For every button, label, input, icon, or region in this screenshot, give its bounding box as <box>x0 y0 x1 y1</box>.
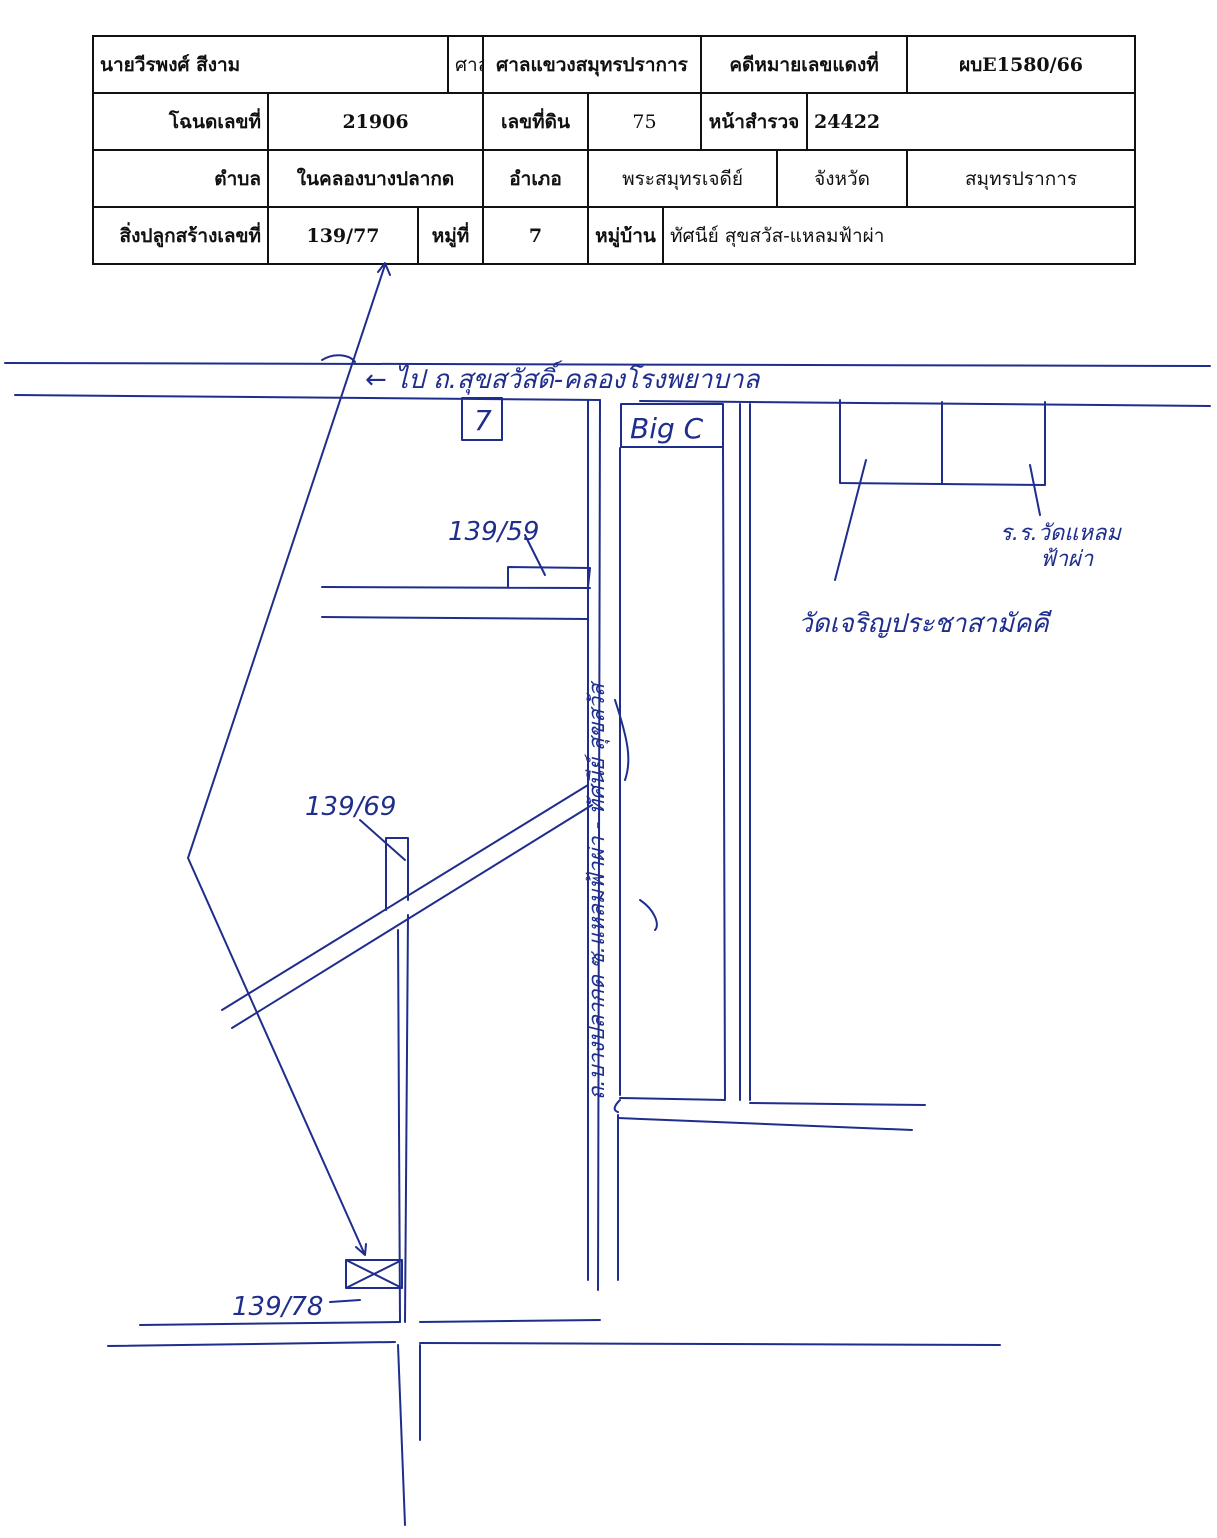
vertical-road-right <box>617 403 926 1131</box>
deed-label: โฉนดเลขที่ <box>92 92 269 151</box>
road-bracket <box>613 699 630 1113</box>
building-number-value: 139/77 <box>267 206 419 265</box>
moo-value: 7 <box>482 206 589 265</box>
school-blocks <box>839 399 1046 486</box>
province-value: สมุทรปราการ <box>906 149 1137 208</box>
school-label-line1: ร.ร.วัดแหลม <box>1000 521 1122 546</box>
table-row: นายวีรพงศ์ สีงาม ศาล ศาลแขวงสมุทรปราการ … <box>92 35 1137 94</box>
province-label: จังหวัด <box>776 149 909 208</box>
survey-page-value: 24422 <box>806 92 1137 151</box>
court-label: ศาล <box>447 35 484 94</box>
land-number-label: เลขที่ดิน <box>482 92 589 151</box>
bottom-road <box>107 1319 1001 1347</box>
house-78-tick <box>329 1299 361 1303</box>
land-number-value: 75 <box>586 92 703 151</box>
main-road-label: ← ไป ถ.สุขสวัสดิ์-คลองโรงพยาบาล <box>365 360 760 395</box>
school-label-line2: ฟ้าผ่า <box>1040 547 1094 572</box>
pointer-line-69 <box>359 819 406 861</box>
house-78-label: 139/78 <box>232 1292 323 1322</box>
table-row: โฉนดเลขที่ 21906 เลขที่ดิน 75 หน้าสำรวจ … <box>92 92 1137 151</box>
road-network <box>4 262 1211 1526</box>
table-row: ตำบล ในคลองบางปลากด อำเภอ พระสมุทรเจดีย์… <box>92 149 1137 208</box>
temple-label: วัดเจริญประชาสามัคคี <box>798 609 1053 639</box>
pointer-line-temple <box>834 459 867 581</box>
moo-label: หมู่ที่ <box>417 206 484 265</box>
table-row: สิ่งปลูกสร้างเลขที่ 139/77 หมู่ที่ 7 หมู… <box>92 206 1137 265</box>
bigc-label: Big C <box>630 412 704 445</box>
moo-marker-number: 7 <box>474 404 492 437</box>
branch-road-59 <box>321 566 591 620</box>
pointer-curve <box>639 899 658 931</box>
district-value: พระสมุทรเจดีย์ <box>586 149 779 208</box>
bottom-vertical-road <box>397 1344 421 1526</box>
defendant-name: นายวีรพงศ์ สีงาม <box>92 35 449 94</box>
house-59-label: 139/59 <box>448 517 539 547</box>
district-label: อำเภอ <box>482 149 589 208</box>
case-number-value: ผบE1580/66 <box>906 35 1137 94</box>
case-number-label: คดีหมายเลขแดงที่ <box>700 35 909 94</box>
pointer-line-school <box>1029 464 1041 516</box>
court-value: ศาลแขวงสมุทรปราการ <box>481 35 703 94</box>
moo-marker-box <box>461 397 503 441</box>
pointer-line-59 <box>524 534 546 576</box>
target-house <box>345 1259 403 1289</box>
village-value: ทัศนีย์ สุขสวัส-แหลมฟ้าผ่า <box>661 206 1137 265</box>
case-info-table: นายวีรพงศ์ สีงาม ศาล ศาลแขวงสมุทรปราการ … <box>92 35 1137 265</box>
road-curve-marker <box>321 354 356 363</box>
survey-page-label: หน้าสำรวจ <box>700 92 809 151</box>
vertical-road-left <box>385 837 409 1323</box>
subdistrict-value: ในคลองบางปลากด <box>267 149 484 208</box>
subdistrict-label: ตำบล <box>92 149 269 208</box>
house-69-label: 139/69 <box>305 792 396 822</box>
pointer-arrow <box>187 262 391 1256</box>
deed-value: 21906 <box>267 92 484 151</box>
vertical-road-center <box>587 399 621 1291</box>
bigc-building <box>619 403 726 1101</box>
diagonal-road <box>221 784 593 1029</box>
side-road-label: ถ.บางปลากด ซ.แหลมฟ้าผ่า - ทัศนีย์ สุขสวั… <box>584 680 610 1100</box>
village-label: หมู่บ้าน <box>587 206 664 265</box>
building-number-label: สิ่งปลูกสร้างเลขที่ <box>92 206 269 265</box>
